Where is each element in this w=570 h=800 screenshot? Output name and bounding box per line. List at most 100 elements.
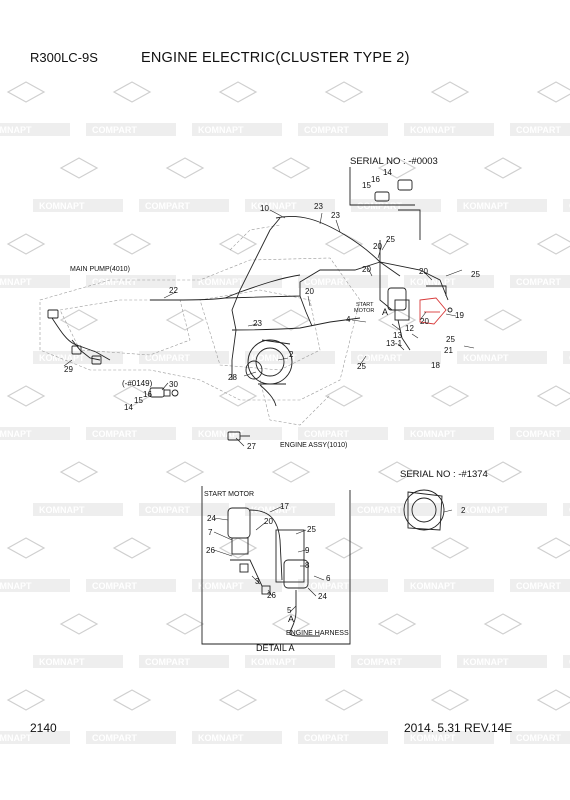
detail-callout-5: 5 (287, 606, 292, 615)
detail-callout-26a: 26 (206, 546, 215, 555)
watermark-text: COMPART (92, 277, 137, 287)
watermark-tile: COMPART (139, 157, 229, 212)
watermark-text: KOMNAPT (410, 429, 456, 439)
watermark-tile: COMPART (351, 309, 441, 364)
callout-20d: 20 (305, 287, 314, 296)
watermark-tile: KOMNAPT (457, 157, 547, 212)
callout-15a: 15 (362, 181, 371, 190)
watermark-text: COMPART (357, 505, 402, 515)
watermark-tile: KOMNAPT (404, 385, 494, 440)
detail-callout-3: 3 (255, 577, 260, 586)
watermark-text: KOMNAPT (251, 353, 297, 363)
model-code: R300LC-9S (30, 50, 98, 65)
watermark-text: KOMNAPT (410, 581, 456, 591)
callout-20e: 20 (420, 317, 429, 326)
callout-21: 21 (444, 346, 453, 355)
callout-27: 27 (247, 442, 256, 451)
watermark-tile: COMPART (351, 157, 441, 212)
watermark-tile: KOMNAPT (404, 81, 494, 136)
callout-16b: 16 (143, 390, 152, 399)
watermark-tile: KOMNAPT (192, 689, 282, 744)
callout-25b: 25 (471, 270, 480, 279)
watermark-tile: COMPART (298, 385, 388, 440)
watermark-tile: KOMNAPT (404, 689, 494, 744)
callout-19: 19 (455, 311, 464, 320)
label-detail-start-motor: START MOTOR (204, 491, 255, 498)
callout-2b: 2 (461, 506, 466, 515)
watermark-text: COMPART (145, 505, 190, 515)
watermark-tile: KOMNAPT (245, 613, 335, 668)
callout-23b: 23 (331, 211, 340, 220)
detail-callout-20: 20 (264, 517, 273, 526)
watermark-tile: KOMNAPT (457, 309, 547, 364)
watermark-text: KOMNAPT (198, 733, 244, 743)
watermark-text: KOMNAPT (463, 657, 509, 667)
page-title: ENGINE ELECTRIC(CLUSTER TYPE 2) (141, 50, 410, 66)
watermark-tile: KOMNAPT (33, 157, 123, 212)
watermark-text: COMPART (516, 581, 561, 591)
watermark-text: COMPART (516, 277, 561, 287)
watermark-text: KOMNAPT (463, 353, 509, 363)
callout-30: 30 (169, 380, 178, 389)
watermark-text: KOMNAPT (410, 125, 456, 135)
watermark-tile: KOMNAPT (0, 689, 70, 744)
watermark-text: KOMNAPT (251, 657, 297, 667)
label-motor: MOTOR (354, 308, 375, 314)
detail-callout-6: 6 (326, 574, 331, 583)
watermark-tile: KOMNAPT (404, 233, 494, 288)
callout-14b: 14 (124, 403, 133, 412)
revision: 2014. 5.31 REV.14E (404, 721, 513, 735)
callout-22: 22 (169, 286, 178, 295)
engine-outline (39, 224, 361, 426)
watermark-tile: COMPART (86, 81, 176, 136)
watermark-tile: KOMNAPT (245, 157, 335, 212)
watermark-text: COMPART (516, 429, 561, 439)
label-engine-harness: ENGINE HARNESS (286, 630, 349, 637)
watermark-text: KOMNAPT (463, 201, 509, 211)
watermark-tile: KOMNAPT (192, 385, 282, 440)
serial-lower: SERIAL NO : -#1374 (400, 469, 488, 480)
watermark-tile: KOMNAPT (0, 385, 70, 440)
watermark-tile: KOMNAPT (192, 81, 282, 136)
watermark-tile: COMPART (298, 537, 388, 592)
watermark-text: COMPART (304, 125, 349, 135)
watermark-text: KOMNAPT (0, 277, 32, 287)
callout-4: 4 (346, 315, 351, 324)
watermark-text: KOMNAPT (410, 733, 456, 743)
watermark-text: KOMNAPT (0, 125, 32, 135)
detail-callout-8: 8 (305, 561, 310, 570)
watermark-tile: COMPART (351, 461, 441, 516)
watermark-text: COMPART (357, 353, 402, 363)
watermark-tile: COMPART (86, 537, 176, 592)
serial-box-parts (349, 167, 421, 240)
label-a-main: A (382, 307, 389, 317)
label-detail-a: DETAIL A (256, 643, 295, 653)
callout-29: 29 (64, 365, 73, 374)
watermark-text: COMPART (304, 581, 349, 591)
watermark-text: COMPART (357, 201, 402, 211)
watermark-text: KOMNAPT (198, 277, 244, 287)
part-27 (227, 431, 250, 441)
detail-callout-24b: 24 (318, 592, 327, 601)
watermark-text: COMPART (92, 733, 137, 743)
watermark-text: KOMNAPT (39, 657, 85, 667)
watermark-text: COMPART (516, 733, 561, 743)
label-serial-0149: (-#0149) (122, 379, 153, 388)
callout-12: 12 (405, 324, 414, 333)
watermark-text: COMPART (92, 581, 137, 591)
watermark-text: COMPART (304, 429, 349, 439)
watermark-tile: COMPART (510, 81, 570, 136)
label-a-detail: A (288, 614, 295, 624)
watermark-tile: COMPART (510, 385, 570, 440)
callout-20b: 20 (362, 265, 371, 274)
callout-14a: 14 (383, 168, 392, 177)
watermark-tile: KOMNAPT (0, 81, 70, 136)
watermark-text: KOMNAPT (0, 429, 32, 439)
watermark-tile: COMPART (510, 537, 570, 592)
watermark-tile: KOMNAPT (0, 233, 70, 288)
detail-a-frame (201, 486, 351, 645)
watermark-text: KOMNAPT (0, 733, 32, 743)
watermark-text: KOMNAPT (39, 353, 85, 363)
watermark-text: COMPART (145, 201, 190, 211)
